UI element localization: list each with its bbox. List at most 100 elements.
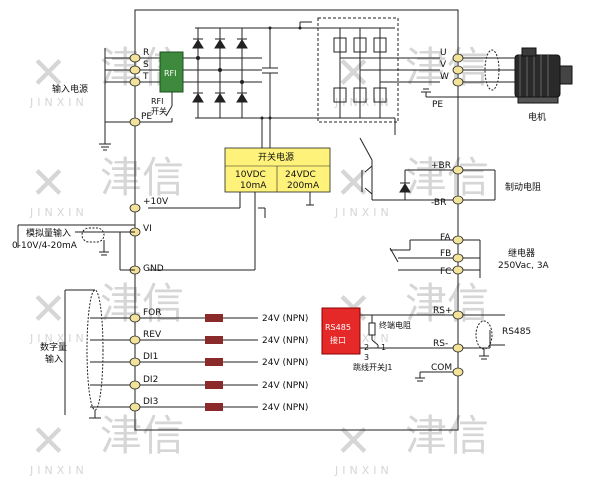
terminal-minus-br: -BR xyxy=(431,195,464,208)
svg-text:✕: ✕ xyxy=(30,48,67,99)
igbt-icon xyxy=(333,28,440,118)
svg-text:✕: ✕ xyxy=(335,158,372,209)
terminal-s: S xyxy=(129,60,149,75)
inverter-outline xyxy=(134,9,459,431)
svg-text:✕: ✕ xyxy=(30,158,67,209)
watermark-7: 津信 ✕ JINXIN xyxy=(29,411,184,477)
watermark-layer: 津信 ✕ JINXIN 津信 ✕ JINXIN 津信 ✕ JINXIN 津信 ✕… xyxy=(29,43,489,477)
svg-text:✕: ✕ xyxy=(30,416,67,467)
ground-icon xyxy=(99,140,111,151)
rfi-filter: RFI xyxy=(159,51,184,93)
smps-out2-current: 200mA xyxy=(287,181,320,191)
input-name: DI3 xyxy=(143,397,158,407)
input-name: DI2 xyxy=(143,375,158,385)
relay-label-2: 250Vac, 3A xyxy=(498,261,550,271)
rs485-box-label-1: RS485 xyxy=(325,323,351,332)
terminal-label-fa: FA xyxy=(440,233,451,243)
terminal-plus-br: +BR xyxy=(431,161,464,175)
terminal-rs-minus: RS- xyxy=(433,339,464,353)
watermark-en: JINXIN xyxy=(29,464,88,477)
relay-label-1: 继电器 xyxy=(508,247,535,259)
terminal-label-fc: FC xyxy=(440,267,451,277)
input-value: 24V (NPN) xyxy=(262,358,308,368)
brake-resistor-label: 制动电阻 xyxy=(505,181,541,193)
terminal-label-fb: FB xyxy=(440,249,451,259)
ground-icon xyxy=(421,88,470,98)
svg-text:✕: ✕ xyxy=(30,284,67,335)
terminal-label-rs-plus: RS+ xyxy=(433,306,453,316)
terminal-label-w: W xyxy=(440,72,449,82)
watermark-en: JINXIN xyxy=(334,206,393,219)
watermark-cn: 津信 xyxy=(405,411,489,460)
jumper-label: 跳线开关J1 xyxy=(353,362,392,372)
dc-bus xyxy=(261,21,395,148)
terminal-label-v: V xyxy=(440,60,447,70)
rectifier-bridge xyxy=(195,27,270,119)
terminal-label-s: S xyxy=(143,60,149,70)
motor-output-wiring xyxy=(458,49,521,98)
rfi-switch-label-2: 开关 xyxy=(151,106,167,116)
smps-title: 开关电源 xyxy=(258,151,294,163)
watermark-cn: 津信 xyxy=(100,279,184,328)
digital-input-label-2: 输入 xyxy=(45,353,63,365)
terminal-label-vi: VI xyxy=(143,224,152,234)
motor-icon xyxy=(514,47,573,104)
digital-input-rev: REV 24V (NPN) xyxy=(129,330,308,346)
input-name: REV xyxy=(143,330,162,340)
watermark-cn: 津信 xyxy=(405,43,489,92)
digital-input-bundle xyxy=(64,289,135,419)
rs485-box-label-2: 接口 xyxy=(330,335,346,345)
terminal-r: R xyxy=(129,48,149,63)
digital-input-di3: DI3 24V (NPN) xyxy=(129,397,308,413)
brake-igbt-icon xyxy=(361,165,411,195)
watermark-3: 津信 ✕ JINXIN xyxy=(29,153,184,219)
terminal-fa: FA xyxy=(440,233,464,245)
terminal-label-com: COM xyxy=(431,363,452,373)
motor-label: 电机 xyxy=(528,111,546,123)
input-value: 24V (NPN) xyxy=(262,381,308,391)
terminal-label-gnd: GND xyxy=(143,264,164,274)
smps-out1-current: 10mA xyxy=(240,181,267,191)
diode-icon xyxy=(192,38,248,103)
terminal-label-r: R xyxy=(143,48,149,58)
analog-input-label-2: 0-10V/4-20mA xyxy=(12,241,78,251)
input-power-section xyxy=(104,48,262,140)
watermark-cn: 津信 xyxy=(100,411,184,460)
terminal-label-rs-minus: RS- xyxy=(433,339,448,349)
jumper-pin-3: 3 xyxy=(364,353,369,362)
watermark-en: JINXIN xyxy=(334,464,393,477)
watermark-cn: 津信 xyxy=(100,153,184,202)
smps-out2-voltage: 24VDC xyxy=(285,170,316,180)
watermark-4: 津信 ✕ JINXIN xyxy=(334,153,489,219)
input-value: 24V (NPN) xyxy=(262,403,308,413)
motor-pe-label: PE xyxy=(432,100,443,110)
jumper-pin-2: 2 xyxy=(364,343,369,352)
rfi-label: RFI xyxy=(164,69,177,78)
terminal-label-plus10v: +10V xyxy=(143,197,169,207)
relay-wiring xyxy=(389,239,481,278)
terminal-v: V xyxy=(440,60,464,75)
rs485-label: RS485 xyxy=(502,327,531,337)
input-name: FOR xyxy=(143,308,162,318)
digital-input-di1: DI1 24V (NPN) xyxy=(129,352,308,368)
terminal-t: T xyxy=(129,72,149,87)
terminal-pe-input: PE xyxy=(129,112,152,127)
input-name: DI1 xyxy=(143,352,158,362)
watermark-cn: 津信 xyxy=(405,153,489,202)
terminal-u: U xyxy=(440,48,464,63)
watermark-en: JINXIN xyxy=(29,96,88,109)
jumper-pin-1: 1 xyxy=(381,343,386,352)
digital-input-for: FOR 24V (NPN) xyxy=(129,308,308,324)
rs485-interface: RS485 接口 xyxy=(321,307,361,355)
watermark-en: JINXIN xyxy=(29,332,88,345)
rs485-wiring xyxy=(360,314,505,378)
svg-text:✕: ✕ xyxy=(335,416,372,467)
ground-icon xyxy=(415,377,425,382)
terminal-label-t: T xyxy=(142,72,149,82)
watermark-en: JINXIN xyxy=(29,206,88,219)
terminal-label-minus-br: -BR xyxy=(431,198,446,208)
smps-box: 开关电源 10VDC 10mA 24VDC 200mA xyxy=(224,147,331,193)
terminal-label-u: U xyxy=(440,48,447,58)
watermark-cn: 津信 xyxy=(405,279,489,328)
